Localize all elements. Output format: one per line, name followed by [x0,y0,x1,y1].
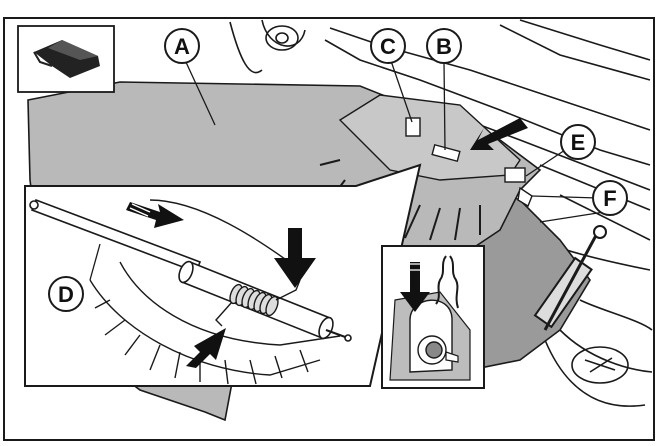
svg-text:B: B [436,34,452,59]
side-rod [533,225,607,331]
callout-f: F [592,180,628,216]
mower-housing [229,19,653,407]
hinge-c [405,117,421,137]
inset-arrows [126,202,316,368]
insert-arrow [470,118,528,150]
deflector-thumbnail-icon [33,40,100,78]
svg-text:F: F [603,186,616,211]
torsion-spring-icon [215,279,301,327]
svg-text:E: E [571,130,586,155]
callout-leaders [89,57,605,281]
retaining-pin-icon [389,255,471,381]
callout-c: C [370,28,406,64]
svg-text:D: D [58,282,74,307]
callout-a: A [164,28,200,64]
callout-b: B [426,28,462,64]
slot-b [431,143,461,163]
hook-f [517,186,533,208]
clip-e [504,167,526,183]
callout-e: E [560,124,596,160]
svg-text:C: C [380,34,396,59]
svg-text:A: A [174,34,190,59]
callout-d: D [48,276,84,312]
